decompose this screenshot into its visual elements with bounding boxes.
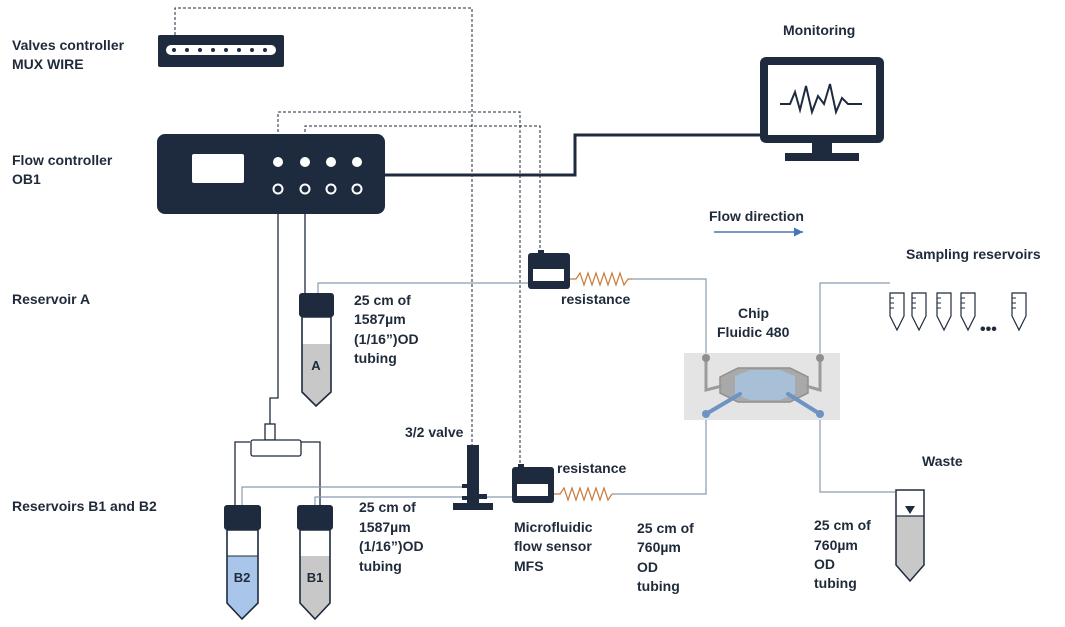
- three-two-valve: [453, 445, 493, 510]
- sampling-ellipsis: •••: [980, 321, 997, 338]
- tubing-waste-line4: tubing: [814, 575, 857, 591]
- tubing-a-line3: (1/16”)OD: [354, 331, 419, 347]
- monitor-cable: [385, 133, 760, 177]
- tubing-waste-line3: OD: [814, 556, 835, 572]
- valves-controller-device: [158, 35, 284, 67]
- control-wires: [174, 7, 541, 465]
- resistance-top-label: resistance: [561, 291, 630, 307]
- chip-model-label: Fluidic 480: [717, 324, 790, 340]
- resistance-bottom-coil: [554, 486, 613, 502]
- mfs-line3: MFS: [514, 558, 544, 574]
- tubing-a-line2: 1587µm: [354, 311, 406, 327]
- tube-b2-letter: B2: [234, 570, 251, 585]
- reservoir-b2-tube: [224, 505, 261, 621]
- flow-controller-model: OB1: [12, 171, 41, 187]
- waste-label: Waste: [922, 453, 963, 469]
- tubing-b-line2: 1587µm: [359, 519, 411, 535]
- valve-32-label: 3/2 valve: [405, 424, 464, 440]
- tubing-mid-line2: 760µm: [637, 539, 681, 555]
- resistance-bottom-label: resistance: [557, 460, 626, 476]
- flow-sensor-top: [528, 250, 570, 289]
- tubing-a-line4: tubing: [354, 350, 397, 366]
- reservoir-b1-tube: [297, 505, 333, 621]
- tubing-waste-line2: 760µm: [814, 537, 858, 553]
- tube-b1-letter: B1: [307, 570, 324, 585]
- sampling-reservoirs-label: Sampling reservoirs: [906, 246, 1041, 262]
- flow-controller-label: Flow controller: [12, 152, 113, 168]
- tube-a-letter: A: [311, 358, 321, 373]
- tubing-b-line1: 25 cm of: [359, 499, 416, 515]
- flow-controller-device: [157, 134, 385, 214]
- monitoring-label: Monitoring: [783, 22, 855, 38]
- chip-fluidic-480: [684, 353, 840, 420]
- flow-direction-label: Flow direction: [709, 208, 804, 224]
- tubing-mid-line1: 25 cm of: [637, 520, 694, 536]
- mfs-line2: flow sensor: [514, 538, 592, 554]
- monitor-device: [760, 57, 884, 161]
- sampling-reservoirs: [889, 292, 1027, 332]
- reservoir-a-tube: [299, 293, 334, 408]
- t-connector: [250, 423, 302, 457]
- resistance-top-coil: [570, 271, 632, 287]
- tubing-waste-line1: 25 cm of: [814, 517, 871, 533]
- reservoirs-b-label: Reservoirs B1 and B2: [12, 498, 157, 514]
- tubing-mid-line4: tubing: [637, 578, 680, 594]
- mfs-line1: Microfluidic: [514, 519, 593, 535]
- labels: Valves controller MUX WIRE Flow controll…: [12, 22, 1041, 594]
- tubing-b-line4: tubing: [359, 558, 402, 574]
- sampling-tick-marks: [890, 297, 1016, 309]
- waste-tube: [895, 489, 925, 583]
- chip-label: Chip: [738, 305, 769, 321]
- tubing-mid-line3: OD: [637, 559, 658, 575]
- reservoir-a-label: Reservoir A: [12, 291, 90, 307]
- valves-controller-label: Valves controller: [12, 37, 125, 53]
- tubing-b-line3: (1/16”)OD: [359, 538, 424, 554]
- valves-controller-model: MUX WIRE: [12, 56, 84, 72]
- tubing-a-line1: 25 cm of: [354, 292, 411, 308]
- flow-sensor-mfs: [512, 464, 554, 503]
